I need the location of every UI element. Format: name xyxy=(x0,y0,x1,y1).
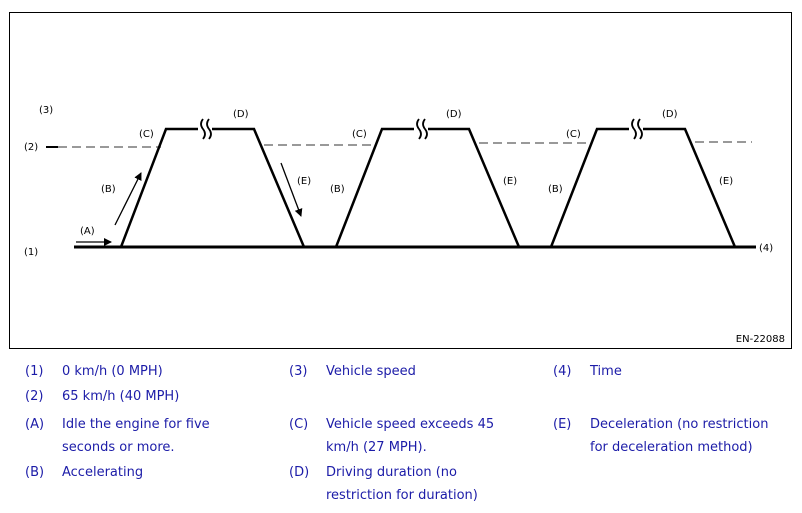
legend-text: 65 km/h (40 MPH) xyxy=(62,389,180,404)
label-b: (B) xyxy=(330,184,345,195)
legend-text-line-1: Vehicle speed exceeds 45 xyxy=(326,417,495,432)
diagram-frame: (3) (2) (1) (4) (A) (B) (B) (B) (C) (C) … xyxy=(9,12,792,349)
legend-key: (D) xyxy=(289,465,310,480)
legend-key: (E) xyxy=(553,417,572,432)
legend-text-line-2: restriction for duration) xyxy=(326,488,478,503)
label-e: (E) xyxy=(503,176,517,187)
legend-text-line-1: Idle the engine for five xyxy=(62,417,210,432)
legend-key: (2) xyxy=(25,389,44,404)
legend-key: (3) xyxy=(289,364,308,379)
label-b: (B) xyxy=(548,184,563,195)
label-d: (D) xyxy=(446,109,462,120)
legend-text: 0 km/h (0 MPH) xyxy=(62,364,163,379)
label-65kmh: (2) xyxy=(24,142,38,153)
label-d: (D) xyxy=(662,109,678,120)
reference-code: EN-22088 xyxy=(735,334,785,345)
label-a: (A) xyxy=(80,226,95,237)
legend-text: Vehicle speed xyxy=(326,364,416,379)
label-vehicle-speed: (3) xyxy=(39,105,53,116)
speed-profile-cycle-2 xyxy=(334,127,521,248)
legend-text-line-2: km/h (27 MPH). xyxy=(326,440,427,455)
label-c: (C) xyxy=(139,129,154,140)
legend-text-line-1: Deceleration (no restriction xyxy=(590,417,769,432)
label-b: (B) xyxy=(101,184,116,195)
legend-text-line-2: for deceleration method) xyxy=(590,440,753,455)
legend-key: (1) xyxy=(25,364,44,379)
legend-text: Time xyxy=(590,364,622,379)
break-symbol xyxy=(414,118,428,140)
legend-text-line-1: Driving duration (no xyxy=(326,465,457,480)
label-time: (4) xyxy=(759,243,773,254)
break-symbol xyxy=(198,118,212,140)
legend-key: (C) xyxy=(289,417,309,432)
legend-key: (4) xyxy=(553,364,572,379)
label-c: (C) xyxy=(352,129,367,140)
arrow-accelerating xyxy=(114,172,142,226)
legend-text-line-2: seconds or more. xyxy=(62,440,175,455)
legend-key: (A) xyxy=(25,417,45,432)
label-e: (E) xyxy=(297,176,311,187)
speed-time-diagram: (3) (2) (1) (4) (A) (B) (B) (B) (C) (C) … xyxy=(24,105,773,258)
label-c: (C) xyxy=(566,129,581,140)
label-e: (E) xyxy=(719,176,733,187)
speed-profile-cycle-3 xyxy=(549,127,737,248)
reference-line-65kmh xyxy=(46,141,752,148)
break-symbol xyxy=(629,118,643,140)
arrow-deceleration xyxy=(280,162,303,217)
label-0kmh: (1) xyxy=(24,247,38,258)
legend-key: (B) xyxy=(25,465,45,480)
label-d: (D) xyxy=(233,109,249,120)
legend-text: Accelerating xyxy=(62,465,144,480)
